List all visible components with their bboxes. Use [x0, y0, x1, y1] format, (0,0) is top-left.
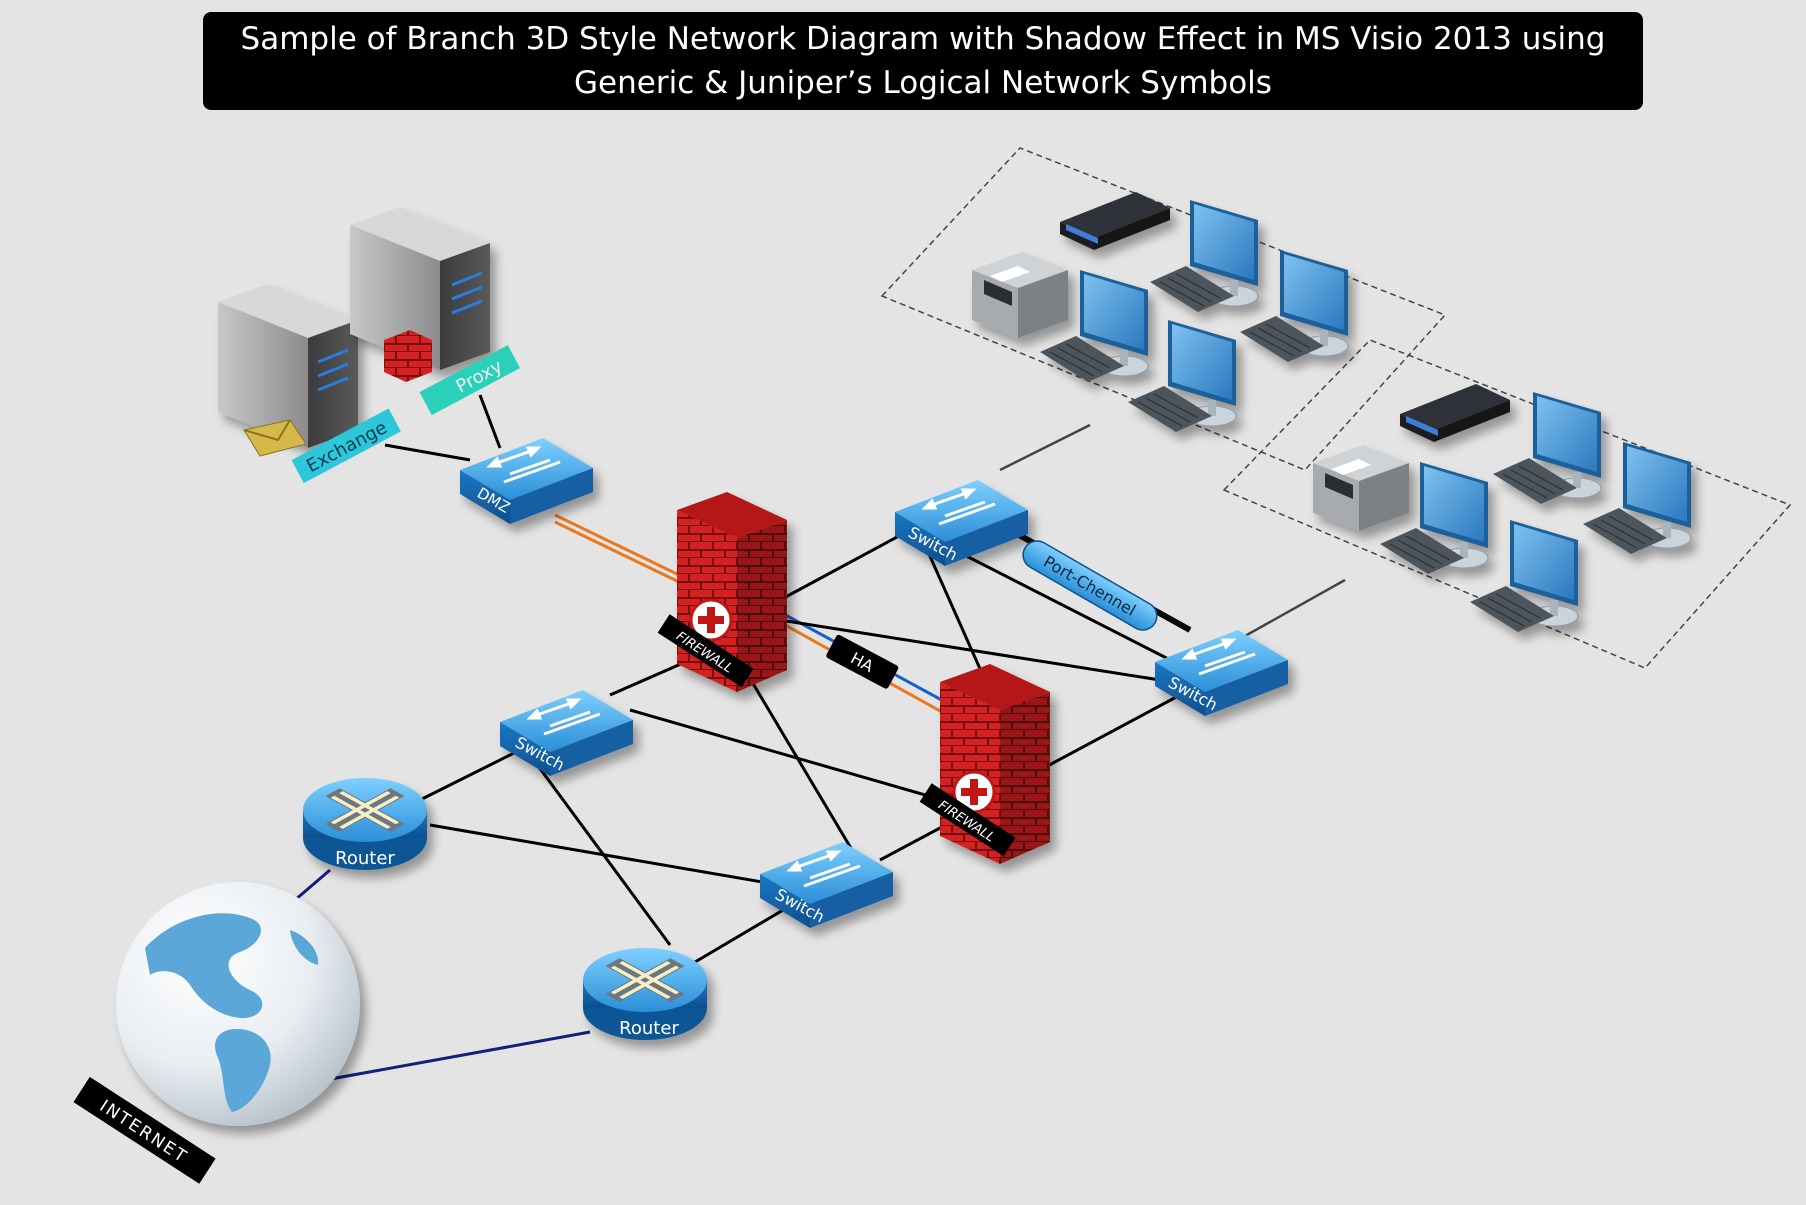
dmz-switch[interactable]: DMZ	[458, 436, 595, 526]
switch-left[interactable]: Switch	[498, 688, 635, 778]
svg-text:Port-Chennel: Port-Chennel	[1040, 552, 1139, 620]
printer-icon[interactable]	[972, 252, 1068, 338]
title-line-1: Sample of Branch 3D Style Network Diagra…	[240, 21, 1606, 57]
switch-top[interactable]: Switch	[893, 478, 1030, 568]
router-2[interactable]: Router	[580, 944, 710, 1040]
scanner-icon[interactable]	[1060, 192, 1170, 250]
router-1[interactable]: Router	[300, 774, 430, 870]
title-line-2: Generic & Juniper’s Logical Network Symb…	[574, 65, 1272, 101]
switch-bottom[interactable]: Switch	[758, 840, 895, 930]
mail-icon	[243, 419, 307, 457]
switch-right[interactable]: Switch	[1153, 628, 1290, 718]
exchange-server[interactable]	[218, 284, 358, 448]
network-links	[294, 394, 1346, 1082]
title-banner: Sample of Branch 3D Style Network Diagra…	[203, 12, 1643, 110]
ha-label: HA	[826, 634, 899, 689]
globe-icon[interactable]	[116, 882, 360, 1126]
svg-text:Router: Router	[335, 848, 395, 869]
printer-icon[interactable]	[1313, 445, 1409, 531]
svg-text:Router: Router	[619, 1018, 679, 1039]
scanner-icon[interactable]	[1400, 384, 1510, 442]
firewall-brick-icon	[384, 330, 432, 382]
